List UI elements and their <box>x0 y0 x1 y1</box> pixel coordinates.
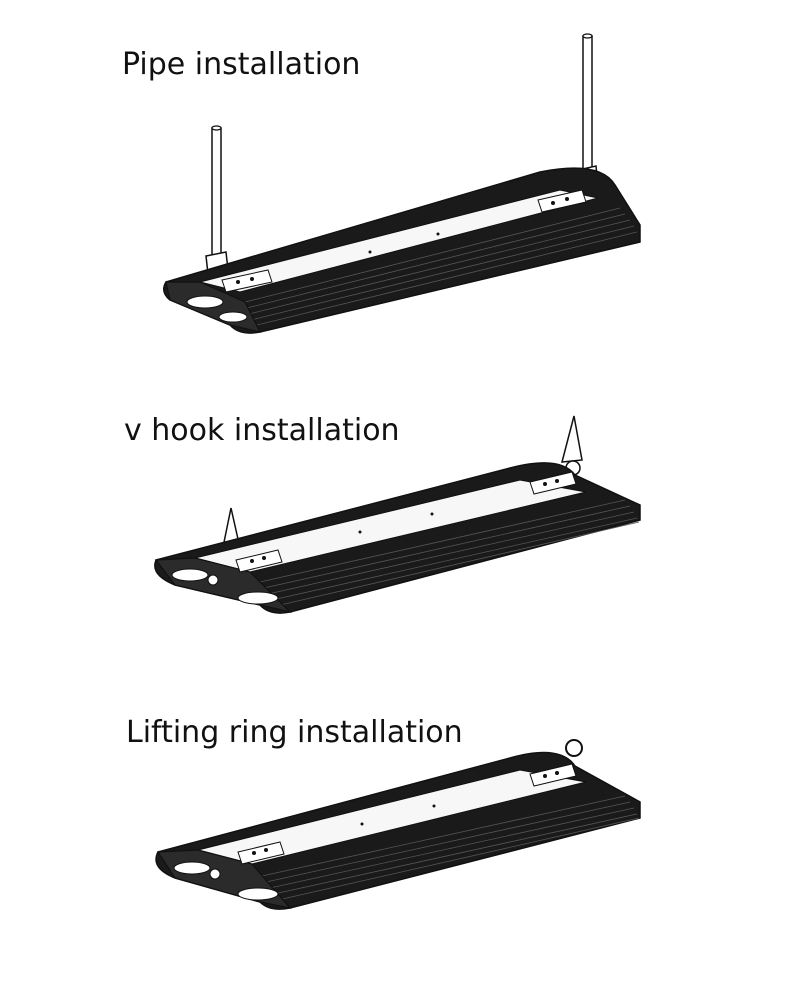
lifting-ring-installation-figure <box>0 730 800 930</box>
linear-high-bay-light-pipe <box>163 33 641 334</box>
suspension-pipe-right <box>577 33 599 191</box>
v-hook-installation-caption: v hook installation <box>124 413 400 448</box>
lifting-ring-right <box>565 739 583 757</box>
suspension-pipe-left <box>205 125 229 275</box>
linear-high-bay-light-v-hook <box>154 415 641 614</box>
v-hook-installation-figure <box>0 400 800 630</box>
pipe-installation-figure <box>0 20 800 334</box>
linear-high-bay-light-lifting-ring <box>155 739 641 910</box>
fixture-housing <box>155 751 641 910</box>
pipe-installation-caption: Pipe installation <box>122 47 361 82</box>
fixture-housing <box>154 462 641 614</box>
lifting-ring-installation-caption: Lifting ring installation <box>126 715 463 750</box>
fixture-housing <box>163 167 641 334</box>
